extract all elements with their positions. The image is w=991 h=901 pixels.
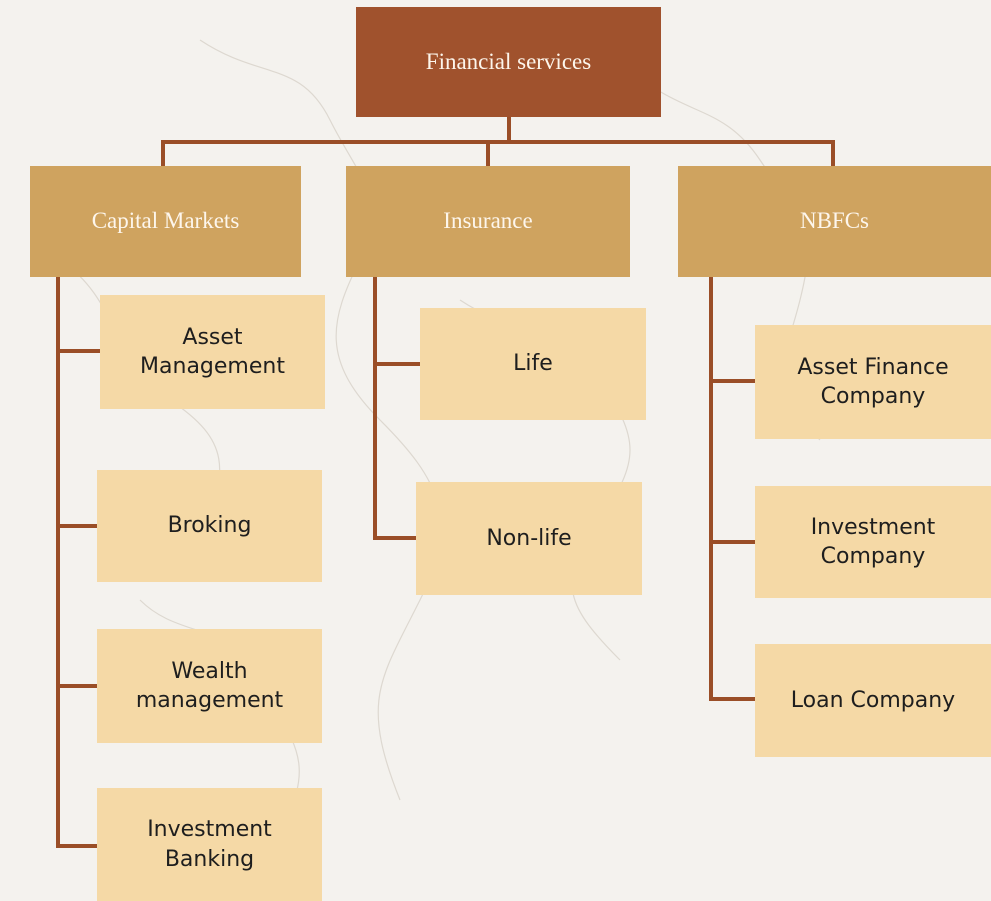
leaf-asset-management: Asset Management (100, 295, 325, 409)
root-node: Financial services (356, 7, 661, 117)
connector-asset-management (56, 349, 100, 353)
leaf-label: Investment Banking (147, 817, 272, 872)
root-node-label: Financial services (425, 48, 592, 74)
leaf-wealth-management: Wealth management (97, 629, 322, 743)
leaf-label: Asset Finance Company (797, 354, 949, 409)
connector-categories-bar (161, 140, 835, 144)
connector-loan-company (709, 697, 756, 701)
connector-investment-banking (56, 844, 100, 848)
connector-life (373, 362, 421, 366)
connector-to-nbfcs (831, 140, 835, 166)
leaf-asset-finance-company: Asset Finance Company (755, 325, 991, 439)
leaf-life: Life (420, 308, 646, 420)
connector-non-life (373, 536, 418, 540)
leaf-label: Broking (167, 513, 252, 539)
category-capital-markets: Capital Markets (30, 166, 301, 277)
leaf-label: Wealth management (135, 658, 284, 713)
category-insurance: Insurance (346, 166, 630, 277)
connector-to-insurance (486, 140, 490, 166)
connector-root-down (507, 116, 511, 142)
connector-investment-company (709, 540, 756, 544)
leaf-broking: Broking (97, 470, 322, 582)
category-label: NBFCs (799, 208, 870, 234)
leaf-label: Life (513, 351, 553, 377)
connector-insurance-trunk (373, 276, 377, 540)
connector-nbfcs-trunk (709, 276, 713, 701)
leaf-label: Asset Management (140, 324, 285, 379)
connector-to-capital-markets (161, 140, 165, 166)
connector-wealth-management (56, 684, 100, 688)
leaf-label: Investment Company (810, 514, 936, 569)
leaf-label: Non-life (486, 525, 572, 551)
leaf-label: Loan Company (790, 687, 956, 713)
category-nbfcs: NBFCs (678, 166, 991, 277)
leaf-non-life: Non-life (416, 482, 642, 595)
leaf-loan-company: Loan Company (755, 644, 991, 757)
category-label: Capital Markets (91, 208, 240, 234)
connector-broking (56, 524, 100, 528)
connector-capital-markets-trunk (56, 276, 60, 848)
category-label: Insurance (443, 208, 533, 234)
connector-asset-finance-company (709, 379, 756, 383)
leaf-investment-banking: Investment Banking (97, 788, 322, 901)
leaf-investment-company: Investment Company (755, 486, 991, 598)
